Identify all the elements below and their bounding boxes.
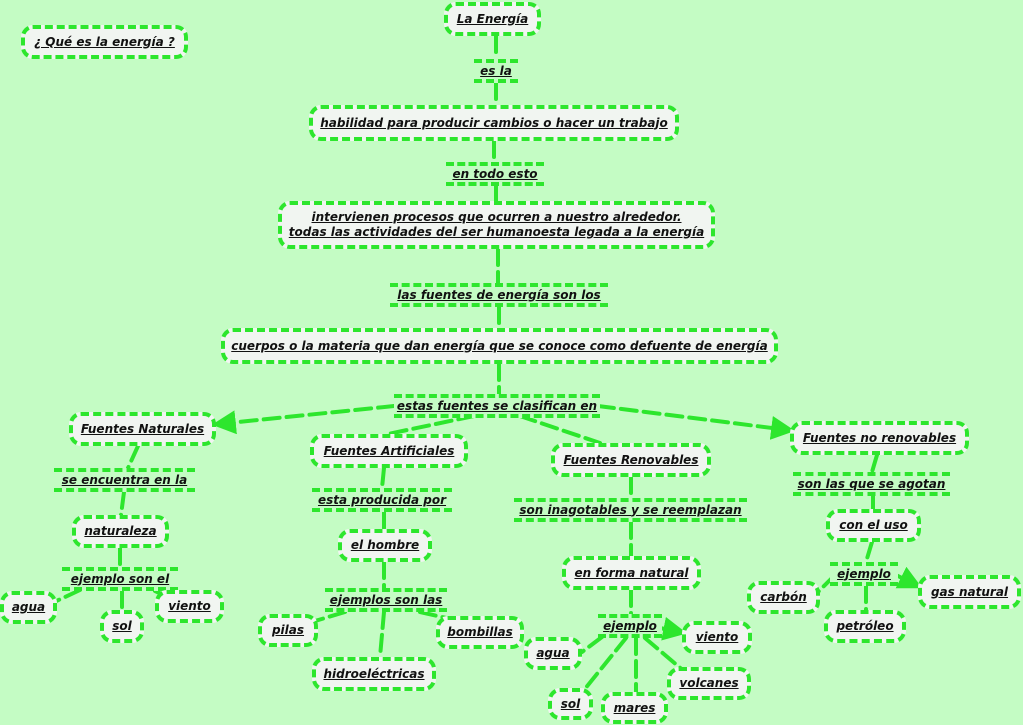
node-sol-renovables[interactable]: sol (548, 688, 593, 720)
node-fuentes-renovables[interactable]: Fuentes Renovables (551, 443, 711, 477)
connector-line (119, 490, 126, 517)
node-la-energia[interactable]: La Energía (444, 2, 541, 36)
node-petroleo[interactable]: petróleo (824, 610, 906, 643)
connector-line (211, 404, 396, 435)
link-ejemplo-renovables: ejemplo (598, 614, 662, 638)
node-pilas[interactable]: pilas (258, 614, 318, 647)
node-naturaleza[interactable]: naturaleza (72, 515, 169, 548)
link-se-encuentra-en-la: se encuentra en la (54, 468, 195, 492)
link-son-inagotables: son inagotables y se reemplazan (514, 498, 747, 522)
connector-line (870, 453, 879, 474)
node-mares[interactable]: mares (601, 692, 668, 724)
intervienen-line-1: intervienen procesos que ocurren a nuest… (311, 210, 682, 224)
node-carbon[interactable]: carbón (747, 581, 820, 614)
connector-line (578, 636, 628, 697)
connector-line (518, 414, 602, 445)
intervienen-line-2: todas las actividades del ser humanoesta… (288, 225, 705, 239)
node-sol-naturales[interactable]: sol (100, 610, 144, 643)
node-agua-renovables[interactable]: agua (524, 637, 582, 670)
node-viento-renovables[interactable]: viento (682, 621, 752, 654)
node-intervienen-procesos[interactable]: intervienen procesos que ocurren a nuest… (278, 201, 715, 249)
node-que-es-la-energia[interactable]: ¿ Qué es la energía ? (21, 25, 188, 59)
link-fuentes-son-los: las fuentes de energía son los (390, 283, 608, 307)
node-con-el-uso[interactable]: con el uso (826, 509, 921, 542)
connector-line (378, 610, 386, 659)
connector-line (596, 404, 796, 440)
node-habilidad[interactable]: habilidad para producir cambios o hacer … (309, 105, 679, 141)
node-fuentes-artificiales[interactable]: Fuentes Artificiales (310, 434, 468, 468)
node-el-hombre[interactable]: el hombre (338, 529, 432, 562)
node-en-forma-natural[interactable]: en forma natural (562, 556, 701, 590)
link-ejemplos-son-las: ejemplos son las (325, 588, 447, 612)
node-agua-naturales[interactable]: agua (0, 591, 57, 624)
link-ejemplo-no-renovables: ejemplo (830, 562, 898, 586)
connector-line (643, 636, 687, 674)
link-se-agotan: son las que se agotan (793, 472, 950, 496)
link-en-todo-esto: en todo esto (446, 162, 544, 186)
link-se-clasifican-en: estas fuentes se clasifican en (394, 394, 600, 418)
connector-line (864, 540, 874, 564)
link-esta-producida-por: esta producida por (312, 488, 452, 512)
link-es-la: es la (474, 59, 518, 83)
connector-line (380, 466, 386, 490)
node-hidroelectricas[interactable]: hidroeléctricas (312, 657, 436, 691)
node-fuentes-naturales[interactable]: Fuentes Naturales (69, 412, 216, 446)
connector-line (580, 635, 604, 654)
node-bombillas[interactable]: bombillas (436, 616, 524, 649)
connector-line (126, 444, 140, 470)
node-fuentes-no-renovables[interactable]: Fuentes no renovables (790, 421, 969, 455)
connector-line (386, 414, 476, 436)
connector-line (658, 616, 688, 641)
node-viento-naturales[interactable]: viento (155, 590, 224, 623)
node-gas-natural[interactable]: gas natural (918, 575, 1021, 609)
node-cuerpos-o-materia[interactable]: cuerpos o la materia que dan energía que… (221, 328, 778, 364)
node-volcanes[interactable]: volcanes (667, 667, 751, 700)
link-ejemplo-son-el: ejemplo son el (62, 567, 178, 591)
connector-line (894, 566, 923, 589)
